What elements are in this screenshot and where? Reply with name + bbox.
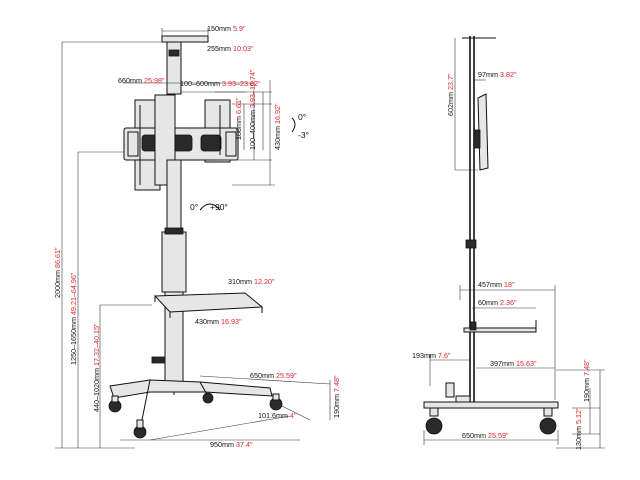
dim-arm-reach: 457mm 18": [478, 280, 515, 289]
dim-plate-height: 602mm 23.7": [446, 73, 455, 116]
dim-arm-height: 168mm 6.61": [234, 97, 243, 140]
angle-rot-end: +90°: [210, 202, 228, 212]
angle-tilt-bottom: -3°: [298, 130, 309, 140]
side-wheel: [425, 417, 443, 435]
dim-bracket-height: 430mm 16.92": [273, 103, 282, 150]
dim-wheel-height: 130mm 5.12": [574, 407, 583, 450]
dim-bracket-width: 660mm 25.98": [118, 76, 165, 85]
dim-handle-offset: 193mm 7.6": [412, 351, 451, 360]
dim-plate-offset: 97mm 3.82": [478, 70, 517, 79]
dim-side-base-height: 190mm 7.48": [582, 359, 591, 402]
dim-tv-height-range: 1250–1650mm 49.21–64.96": [69, 272, 78, 365]
dim-shelf-depth: 310mm 12.20": [228, 277, 275, 286]
dim-shelf-width: 430mm 16.93": [195, 317, 242, 326]
wheel: [202, 392, 214, 404]
dim-side-base-depth: 650mm 25.59": [462, 431, 509, 440]
base-frame: [109, 379, 273, 399]
dim-base-height: 190mm 7.48": [332, 375, 341, 418]
shelf: [153, 292, 264, 313]
dim-total-height: 2000mm 86.61": [53, 247, 62, 298]
side-base: [423, 401, 559, 409]
dim-vesa-horizontal: 100–600mm 3.93–23.62": [180, 79, 261, 88]
dim-shelf-reach: 397mm 15.63": [490, 359, 537, 368]
side-wheel: [539, 417, 557, 435]
angle-tilt-top: 0°: [298, 112, 307, 122]
ceiling-plate: [161, 35, 209, 43]
upper-pole: [166, 159, 182, 233]
dim-base-width: 950mm 37.4": [210, 440, 253, 449]
dim-base-depth: 650mm 25.59": [250, 371, 297, 380]
dim-top-extension: 255mm 10.03": [207, 44, 254, 53]
angle-rot-start: 0°: [190, 202, 199, 212]
dim-ceiling-plate: 150mm 5.9": [207, 24, 246, 33]
dim-shelf-offset: 60mm 2.36": [478, 298, 517, 307]
dim-shelf-height-range: 440–1020mm 17.32–40.15": [92, 323, 101, 413]
dim-wheel-size: 101.6mm 4": [258, 411, 297, 420]
dim-vesa-vertical: 100–400mm 3.93–15.74": [248, 69, 257, 151]
lower-pole: [161, 231, 187, 293]
